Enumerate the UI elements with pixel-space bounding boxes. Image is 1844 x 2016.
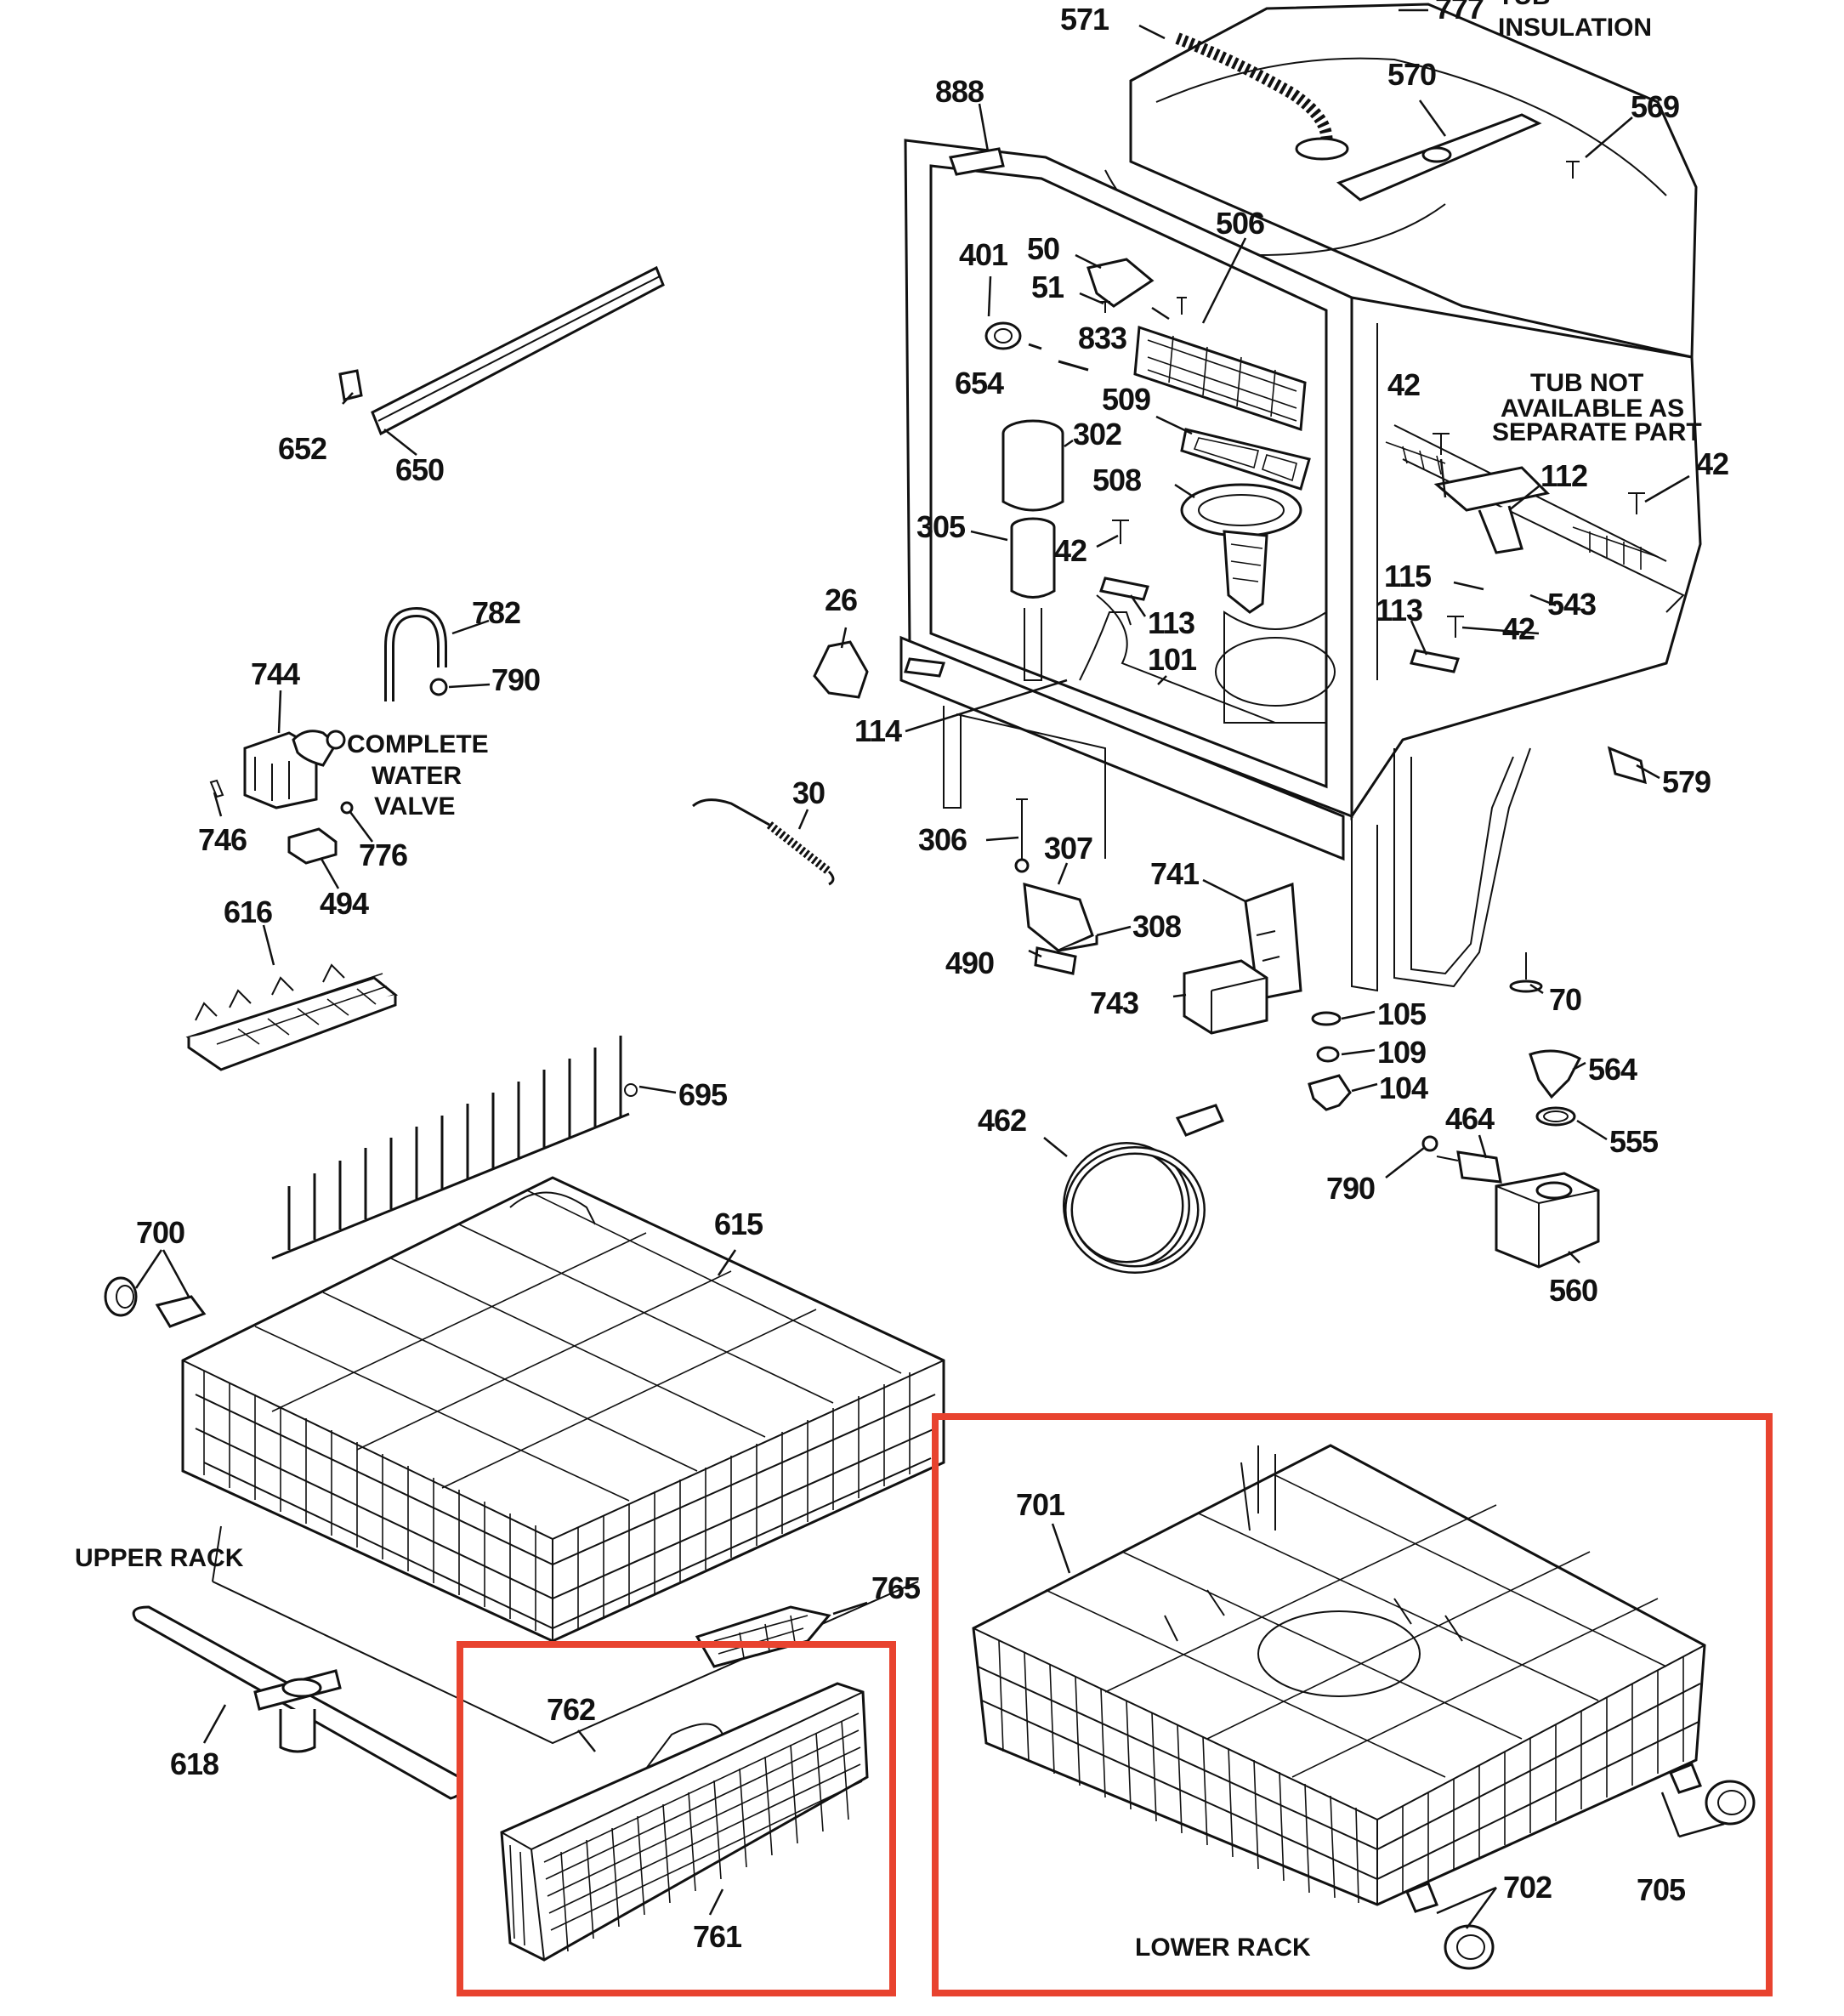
tub-assembly <box>899 3 1702 992</box>
label-569: 569 <box>1631 89 1679 124</box>
label-833: 833 <box>1078 321 1126 355</box>
label-701: 701 <box>1016 1487 1065 1522</box>
label-306: 306 <box>918 822 967 857</box>
label-695: 695 <box>678 1077 728 1112</box>
label-50: 50 <box>1027 231 1059 266</box>
label-115: 115 <box>1384 559 1432 593</box>
upper-rack <box>132 1036 945 1800</box>
label-746: 746 <box>198 822 247 857</box>
label-616: 616 <box>224 894 272 929</box>
label-555: 555 <box>1609 1124 1659 1159</box>
label-650: 650 <box>395 452 444 487</box>
label-42-a: 42 <box>1387 367 1420 402</box>
label-702: 702 <box>1503 1870 1552 1905</box>
captions: TUB INSULATION TUB NOT AVAILABLE AS SEPA… <box>75 0 1702 1962</box>
label-571: 571 <box>1060 2 1109 37</box>
label-509: 509 <box>1102 382 1150 417</box>
label-462: 462 <box>978 1103 1026 1138</box>
label-705: 705 <box>1637 1872 1686 1907</box>
label-743: 743 <box>1090 985 1138 1020</box>
label-765: 765 <box>871 1570 921 1605</box>
caption-insulation: INSULATION <box>1498 14 1652 42</box>
label-113-b: 113 <box>1376 593 1422 628</box>
caption-tub-not: TUB NOT <box>1530 369 1643 397</box>
label-490: 490 <box>945 946 994 980</box>
label-570: 570 <box>1387 57 1436 92</box>
lower-rack-highlight <box>932 1413 1773 1996</box>
caption-valve: VALVE <box>374 792 456 821</box>
label-302: 302 <box>1073 417 1121 451</box>
label-114: 114 <box>854 713 902 748</box>
label-464: 464 <box>1445 1101 1495 1136</box>
label-654: 654 <box>955 366 1004 400</box>
caption-tub: TUB <box>1498 0 1551 10</box>
caption-separate-part: SEPARATE PART <box>1492 418 1702 446</box>
label-112: 112 <box>1540 458 1587 493</box>
label-700: 700 <box>136 1215 184 1250</box>
label-307: 307 <box>1044 831 1092 866</box>
caption-water: WATER <box>372 762 462 790</box>
label-401: 401 <box>959 237 1008 272</box>
center-parts <box>1014 746 1647 1274</box>
label-42-c: 42 <box>1054 533 1087 568</box>
label-560: 560 <box>1549 1273 1597 1308</box>
leader-lines <box>134 9 1725 1929</box>
label-113-a: 113 <box>1148 605 1194 640</box>
label-579: 579 <box>1662 764 1711 799</box>
label-308: 308 <box>1132 909 1181 944</box>
caption-available-as: AVAILABLE AS <box>1501 395 1684 423</box>
label-790-b: 790 <box>1326 1171 1375 1206</box>
label-615: 615 <box>714 1207 763 1241</box>
label-104: 104 <box>1379 1070 1428 1105</box>
label-51: 51 <box>1031 270 1064 304</box>
caption-complete: COMPLETE <box>347 730 489 758</box>
label-790-a: 790 <box>491 662 540 697</box>
label-776: 776 <box>359 838 407 872</box>
left-parts <box>104 265 869 1328</box>
label-105: 105 <box>1377 997 1427 1031</box>
silverware-basket <box>500 1682 869 1962</box>
label-761: 761 <box>693 1919 742 1954</box>
label-508: 508 <box>1092 463 1141 497</box>
label-652: 652 <box>278 431 326 466</box>
label-506: 506 <box>1216 206 1264 241</box>
silverware-basket-highlight <box>457 1641 896 1996</box>
label-741: 741 <box>1150 856 1200 891</box>
label-564: 564 <box>1588 1052 1637 1087</box>
label-305: 305 <box>916 509 966 544</box>
callout-numbers: 571 777 888 570 569 401 50 51 506 833 65… <box>136 0 1729 1954</box>
label-618: 618 <box>170 1746 218 1781</box>
caption-upper-rack: UPPER RACK <box>75 1544 244 1572</box>
label-70: 70 <box>1549 982 1581 1017</box>
label-30: 30 <box>792 775 825 810</box>
label-762: 762 <box>547 1692 595 1727</box>
caption-lower-rack: LOWER RACK <box>1135 1934 1311 1962</box>
label-494: 494 <box>320 886 369 921</box>
label-543: 543 <box>1547 587 1596 622</box>
label-777: 777 <box>1435 0 1484 26</box>
label-101: 101 <box>1148 642 1197 677</box>
label-109: 109 <box>1377 1035 1426 1070</box>
label-42-d: 42 <box>1502 611 1535 646</box>
lower-rack <box>972 1444 1756 1970</box>
label-42-b: 42 <box>1696 446 1728 481</box>
label-26: 26 <box>825 582 857 617</box>
label-782: 782 <box>472 595 520 630</box>
label-888: 888 <box>935 74 984 109</box>
label-744: 744 <box>251 656 300 691</box>
